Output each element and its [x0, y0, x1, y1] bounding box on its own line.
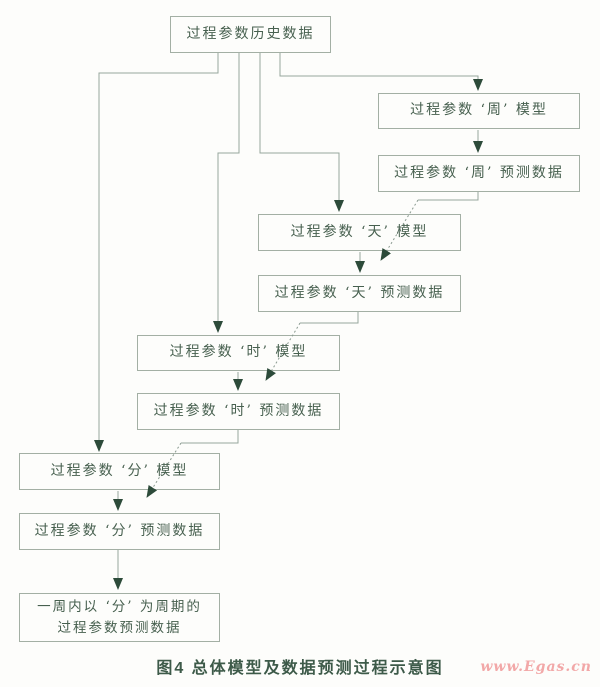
figure-caption: 图4 总体模型及数据预测过程示意图	[156, 660, 444, 677]
node-minute-model-label: 过程参数 ‘分’ 模型	[50, 462, 189, 479]
edge-hour-data-elbow	[181, 430, 239, 444]
edge-history-to-min-model	[94, 53, 219, 452]
node-week-model-label: 过程参数 ‘周’ 模型	[410, 102, 548, 119]
node-minute-prediction-data-label: 过程参数 ‘分’ 预测数据	[34, 522, 205, 539]
node-history-data: 过程参数历史数据	[170, 16, 331, 53]
edge-day-data-elbow	[300, 312, 359, 324]
edge-week-data-elbow	[418, 192, 479, 201]
node-day-model-label: 过程参数 ‘天’ 模型	[290, 223, 429, 240]
edge-history-to-week-model	[279, 53, 483, 91]
node-week-model: 过程参数 ‘周’ 模型	[378, 93, 580, 129]
node-minute-prediction-data: 过程参数 ‘分’ 预测数据	[19, 513, 220, 550]
edge-history-to-day-model	[259, 53, 344, 212]
node-hour-prediction-data: 过程参数 ‘时’ 预测数据	[137, 393, 340, 430]
site-watermark: www.Egas.cn	[480, 659, 592, 675]
node-hour-model: 过程参数 ‘时’ 模型	[137, 335, 340, 371]
node-final-line1: 一周内以 ‘分’ 为周期的	[37, 598, 202, 615]
node-final-weekly-minute-data: 一周内以 ‘分’ 为周期的 过程参数预测数据	[19, 593, 220, 642]
node-minute-model: 过程参数 ‘分’ 模型	[19, 453, 220, 490]
node-hour-model-label: 过程参数 ‘时’ 模型	[169, 344, 308, 361]
node-day-model: 过程参数 ‘天’ 模型	[258, 214, 461, 251]
node-day-prediction-data: 过程参数 ‘天’ 预测数据	[258, 275, 461, 312]
node-day-prediction-data-label: 过程参数 ‘天’ 预测数据	[274, 284, 445, 301]
node-week-prediction-data: 过程参数 ‘周’ 预测数据	[378, 155, 580, 192]
node-week-prediction-data-label: 过程参数 ‘周’ 预测数据	[394, 164, 564, 181]
node-final-line2: 过程参数预测数据	[57, 619, 182, 636]
edge-history-to-hour-model	[213, 53, 240, 333]
node-history-data-label: 过程参数历史数据	[186, 25, 315, 42]
node-hour-prediction-data-label: 过程参数 ‘时’ 预测数据	[153, 402, 324, 419]
